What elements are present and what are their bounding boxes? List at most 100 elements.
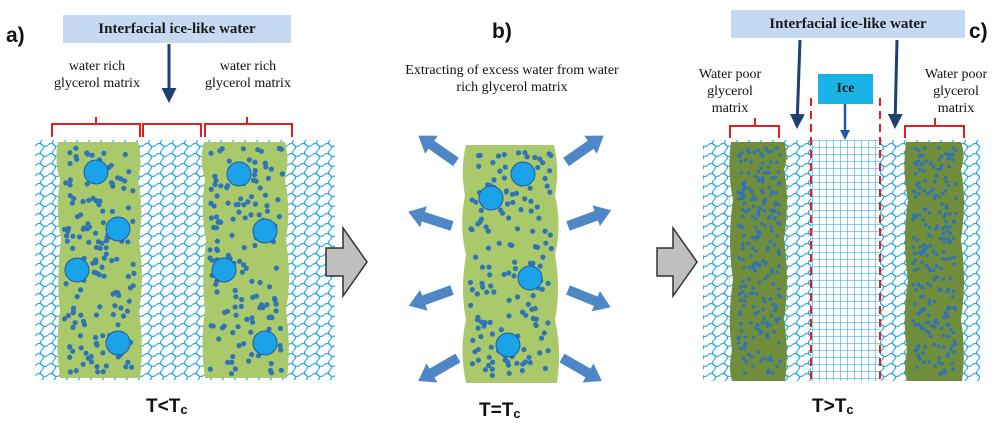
- glycerol-dot: [775, 364, 780, 369]
- glycerol-dot: [952, 255, 956, 260]
- glycerol-dot: [757, 280, 762, 284]
- glycerol-dot: [65, 228, 71, 234]
- glycerol-dot: [506, 313, 512, 319]
- glycerol-dot: [916, 148, 921, 153]
- glycerol-dot: [506, 270, 512, 276]
- glycerol-dot: [129, 364, 135, 370]
- glycerol-dot: [225, 200, 231, 206]
- glycerol-dot: [88, 359, 95, 365]
- glycerol-dot: [81, 225, 87, 231]
- glycerol-dot: [766, 170, 771, 175]
- glycerol-dot: [522, 150, 528, 156]
- glycerol-dot: [934, 252, 939, 257]
- glycerol-dot: [739, 285, 743, 289]
- glycerol-dot: [934, 227, 938, 232]
- glycerol-dot: [268, 166, 274, 172]
- glycerol-dot: [264, 203, 270, 209]
- glycerol-dot: [741, 246, 745, 251]
- glycerol-dot: [743, 158, 748, 162]
- glycerol-dot: [932, 342, 937, 347]
- extraction-arrow: [408, 206, 454, 231]
- glycerol-dot: [246, 358, 252, 364]
- glycerol-dot: [265, 175, 271, 181]
- glycerol-dot: [762, 199, 767, 203]
- glycerol-dot: [232, 366, 238, 372]
- glycerol-dot: [213, 225, 220, 231]
- ice-nucleus: [105, 330, 131, 356]
- glycerol-dot: [743, 284, 748, 289]
- glycerol-dot: [527, 260, 534, 266]
- glycerol-dot: [524, 154, 530, 160]
- temperature-label-a: T<Tc: [146, 396, 188, 417]
- glycerol-dot: [73, 368, 79, 374]
- glycerol-dot: [918, 168, 922, 172]
- glycerol-dot: [736, 153, 741, 157]
- glycerol-dot: [248, 329, 254, 335]
- glycerol-dot: [930, 187, 935, 192]
- glycerol-dot: [253, 293, 260, 299]
- glycerol-dot: [756, 310, 760, 314]
- glycerol-dot: [760, 176, 765, 180]
- glycerol-dot: [932, 299, 937, 304]
- panel-c-letter: c): [969, 20, 988, 43]
- glycerol-dot: [78, 345, 84, 351]
- glycerol-dot: [918, 186, 922, 190]
- glycerol-dot: [943, 224, 948, 229]
- glycerol-dot: [544, 183, 550, 189]
- glycerol-dot: [934, 264, 939, 268]
- glycerol-dot: [246, 157, 252, 163]
- glycerol-dot: [70, 348, 76, 354]
- glycerol-dot: [919, 326, 923, 330]
- glycerol-dot: [244, 316, 250, 322]
- glycerol-dot: [944, 152, 948, 156]
- glycerol-dot: [913, 146, 917, 151]
- glycerol-dot: [252, 159, 258, 165]
- glycerol-dot: [473, 254, 479, 260]
- glycerol-dot: [267, 367, 274, 374]
- glycerol-dot: [776, 248, 781, 253]
- glycerol-dot: [921, 351, 925, 355]
- glycerol-dot: [911, 218, 915, 222]
- glycerol-dot: [214, 193, 220, 199]
- glycerol-dot: [752, 267, 756, 271]
- glycerol-dot: [470, 337, 476, 343]
- glycerol-dot: [760, 154, 765, 158]
- glycerol-dot: [922, 146, 927, 151]
- glycerol-dot: [750, 235, 755, 240]
- glycerol-dot: [758, 231, 762, 235]
- glycerol-dot: [468, 302, 474, 308]
- glycerol-dot: [277, 325, 284, 332]
- glycerol-dot: [942, 315, 946, 320]
- glycerol-dot: [948, 276, 953, 281]
- glycerol-dot: [922, 188, 927, 193]
- glycerol-dot: [768, 355, 773, 360]
- glycerol-dot: [273, 308, 279, 314]
- glycerol-dot: [951, 295, 955, 299]
- glycerol-dot: [71, 196, 77, 202]
- glycerol-dot: [214, 246, 220, 252]
- glycerol-dot: [256, 212, 262, 218]
- glycerol-dot: [765, 320, 770, 325]
- glycerol-dot: [947, 306, 952, 310]
- interfacial-arrow-left: [789, 39, 805, 129]
- glycerol-dot: [927, 211, 932, 215]
- glycerol-dot: [214, 289, 220, 295]
- glycerol-dot: [761, 320, 765, 325]
- glycerol-dot: [755, 322, 760, 327]
- glycerol-dot: [125, 239, 131, 245]
- glycerol-dot: [130, 261, 136, 267]
- glycerol-dot: [945, 289, 949, 294]
- glycerol-dot: [913, 171, 918, 176]
- glycerol-dot: [769, 149, 774, 154]
- glycerol-dot: [765, 324, 769, 329]
- glycerol-dot: [775, 320, 779, 324]
- glycerol-dot: [943, 212, 948, 216]
- glycerol-dot: [752, 204, 756, 209]
- glycerol-dot: [943, 311, 948, 315]
- glycerol-dot: [764, 146, 768, 151]
- glycerol-dot: [939, 202, 944, 206]
- glycerol-dot: [511, 273, 517, 279]
- ice-nucleus: [105, 216, 131, 242]
- glycerol-dot: [742, 201, 746, 206]
- glycerol-dot: [93, 334, 99, 341]
